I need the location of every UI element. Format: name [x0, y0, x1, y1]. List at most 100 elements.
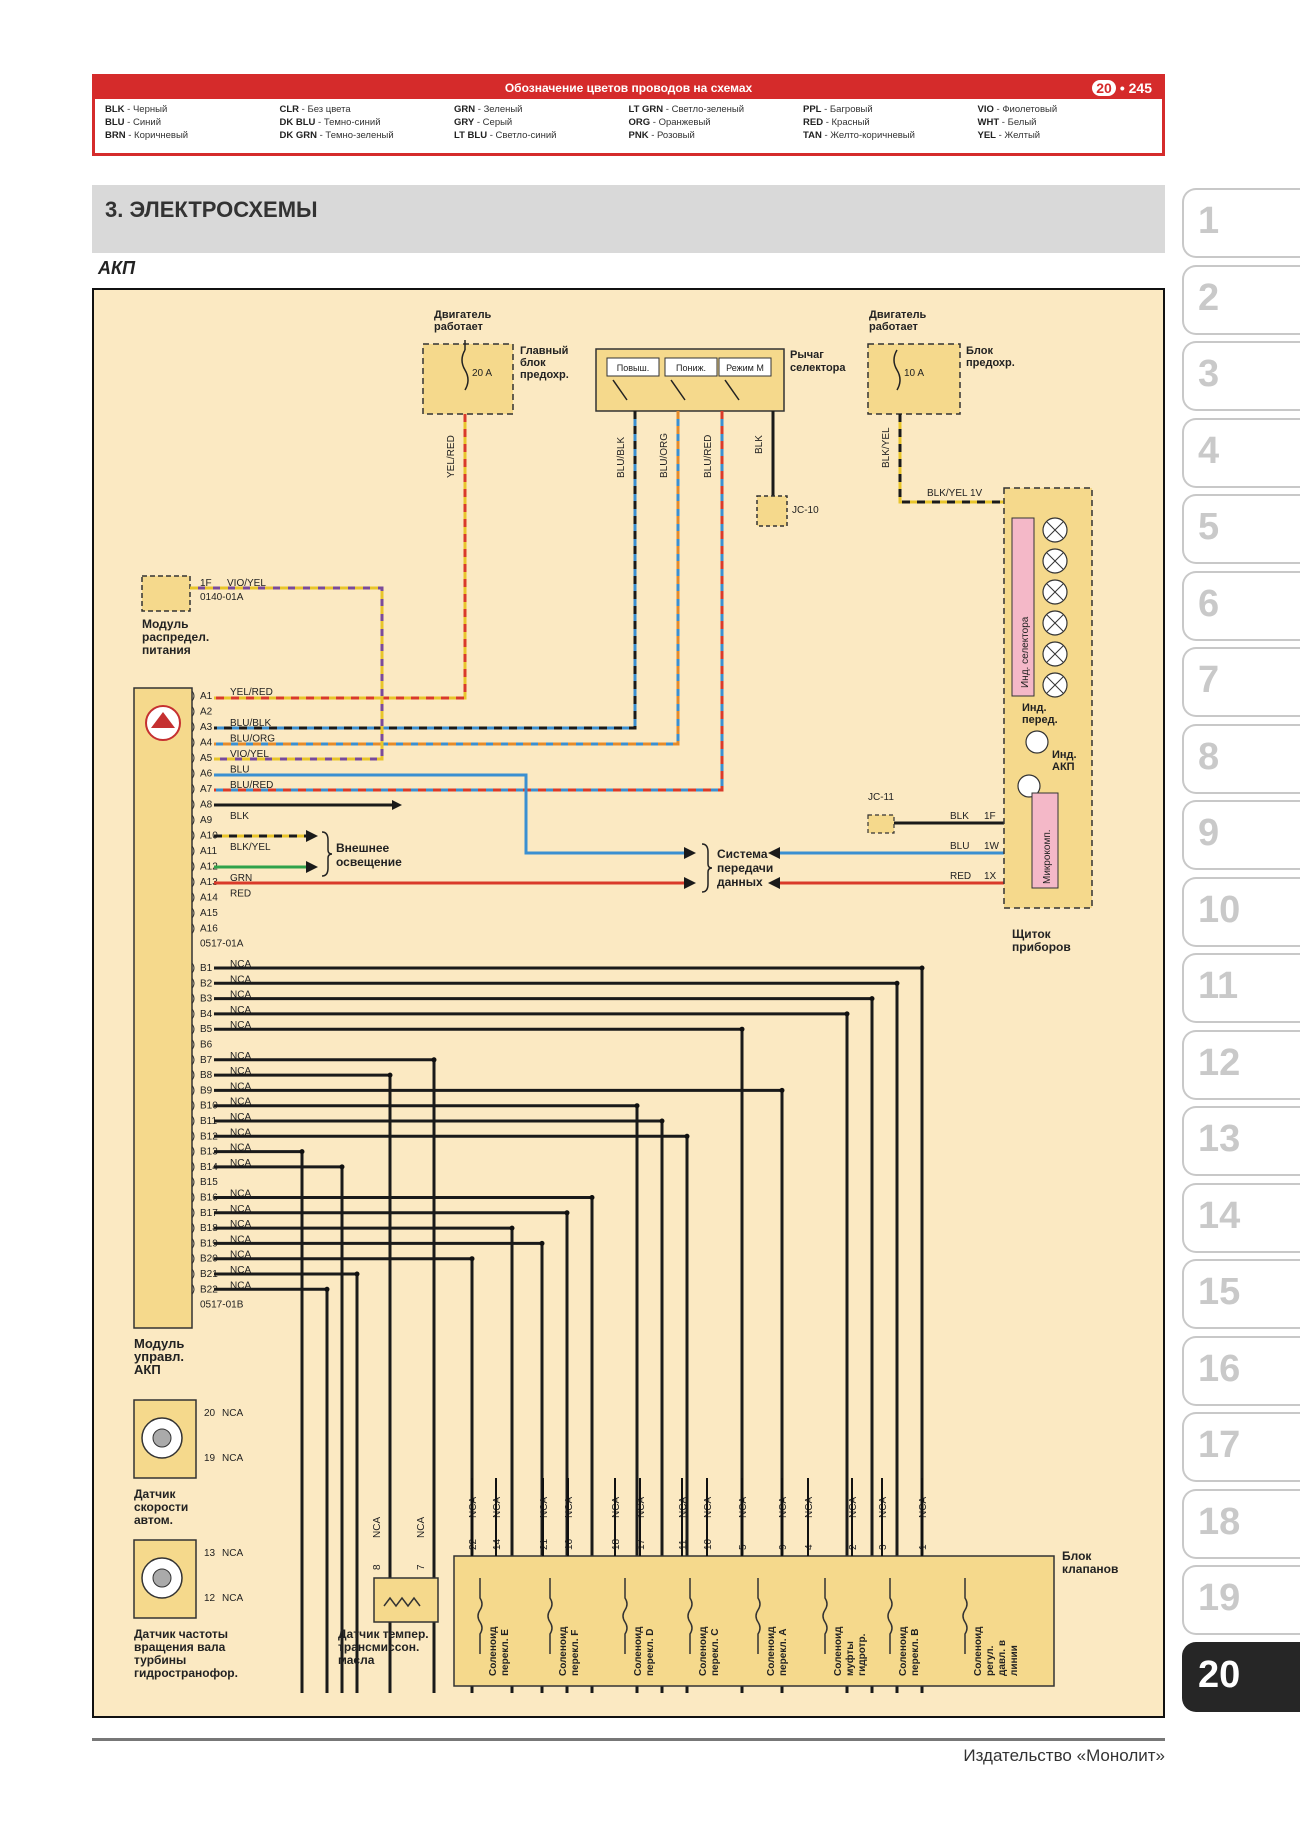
jc11-label: JC-11 — [868, 792, 894, 803]
tab-chapter-7[interactable]: 7 — [1182, 647, 1300, 717]
legend-entry: GRY - Серый — [454, 116, 629, 129]
tcm-pin-b: B21 — [200, 1269, 218, 1280]
speed-sensor-wire: NCA — [222, 1453, 243, 1464]
akp-indicator-label: АКП — [1052, 761, 1075, 773]
temp-sensor-wire: NCA — [416, 1517, 427, 1538]
legend-color-name: - Зеленый — [475, 104, 523, 115]
diagram-panel — [92, 288, 1165, 1718]
tab-label: 11 — [1198, 965, 1239, 1007]
speed-sensor-label: автом. — [134, 1513, 173, 1527]
legend-color-name: - Желто-коричневый — [821, 130, 915, 141]
pin-bracket — [191, 1268, 195, 1280]
ext-lighting-label: Внешнее — [336, 841, 390, 855]
solenoid-coil — [822, 1578, 828, 1654]
tab-label: 18 — [1198, 1500, 1241, 1543]
pin-bracket — [191, 1023, 195, 1035]
tab-chapter-17[interactable]: 17 — [1182, 1412, 1300, 1482]
wire-label-b: NCA — [230, 1280, 251, 1291]
valve-block-label: клапанов — [1062, 1562, 1118, 1576]
pin-bracket — [191, 1192, 195, 1203]
wire-blk-yel-label: BLK/YEL — [881, 427, 892, 468]
gear-indicator-label: Инд. — [1022, 702, 1047, 714]
speed-sensor-pin: 20 — [204, 1408, 216, 1419]
legend-color-name: - Темно-зеленый — [316, 130, 394, 141]
wire-junction — [844, 1011, 850, 1017]
tcm-pin-a: A10 — [200, 831, 218, 842]
tcm-pin-b: B5 — [200, 1024, 213, 1035]
power-module-wire: VIO/YEL — [227, 578, 266, 589]
solenoid-coil — [547, 1578, 553, 1654]
legend-entry: GRN - Зеленый — [454, 103, 629, 116]
gear-indicator-label: перед. — [1022, 714, 1058, 726]
selector-lever-label: Рычаг — [790, 349, 824, 361]
tab-chapter-10[interactable]: 10 — [1182, 876, 1300, 947]
wire-junction — [354, 1271, 360, 1277]
tab-chapter-20[interactable]: 20 — [1182, 1641, 1300, 1712]
wire-label-b: NCA — [230, 1250, 251, 1261]
power-module-label: Модуль — [142, 617, 188, 631]
tab-label: 1 — [1198, 200, 1220, 242]
pin-bracket — [191, 737, 195, 748]
solenoid-label: перекл. B — [910, 1628, 921, 1676]
lamp-filament — [1046, 676, 1064, 694]
valve-pin-number: 1 — [918, 1544, 929, 1550]
tab-chapter-11[interactable]: 11 — [1182, 953, 1300, 1023]
tab-chapter-3[interactable]: 3 — [1182, 341, 1300, 411]
tab-chapter-6[interactable]: 6 — [1182, 570, 1300, 641]
tab-chapter-1[interactable]: 1 — [1182, 188, 1300, 258]
selector-indicator-box — [1011, 517, 1035, 697]
tab-chapter-19[interactable]: 19 — [1182, 1565, 1300, 1635]
tab-chapter-18[interactable]: 18 — [1182, 1488, 1300, 1559]
arrow-head — [306, 830, 318, 842]
wire-label-a: BLU/ORG — [230, 734, 275, 745]
tab-chapter-16[interactable]: 16 — [1182, 1335, 1300, 1406]
turbine-sensor-core — [152, 1568, 172, 1588]
section-header: 3. ЭЛЕКТРОСХЕМЫ — [92, 185, 1165, 253]
tcm-pin-a: A13 — [200, 877, 218, 888]
valve-wire-label: NCA — [539, 1497, 550, 1518]
wire-label-b: NCA — [230, 1219, 251, 1230]
wire-label-b: NCA — [230, 1081, 251, 1092]
wire-label-b: NCA — [230, 990, 251, 1001]
tab-chapter-9[interactable]: 9 — [1182, 800, 1300, 870]
wire-junction — [869, 996, 875, 1002]
solenoid-label: регул. — [985, 1645, 996, 1676]
legend-code: PNK — [628, 130, 649, 141]
pin-bracket — [191, 1054, 195, 1066]
wire-junction — [684, 1133, 690, 1139]
legend-code: RED — [803, 117, 824, 128]
legend-color-name: - Белый — [999, 117, 1037, 128]
arrow-head — [768, 877, 780, 889]
temp-sensor-label: масла — [338, 1653, 375, 1667]
tab-chapter-14[interactable]: 14 — [1182, 1182, 1300, 1253]
tab-chapter-2[interactable]: 2 — [1182, 264, 1300, 335]
wire-junction — [589, 1195, 595, 1200]
selector-switch-label: Режим M — [726, 363, 764, 373]
publisher: Издательство «Монолит» — [963, 1746, 1165, 1765]
tcm-pin-b: B12 — [200, 1131, 218, 1142]
wire-label-b: NCA — [230, 1112, 251, 1123]
tab-chapter-15[interactable]: 15 — [1182, 1259, 1300, 1329]
tab-chapter-8[interactable]: 8 — [1182, 723, 1300, 794]
legend-code: ORG — [628, 117, 651, 128]
wire-label-b: NCA — [230, 1189, 251, 1200]
pin-bracket — [191, 892, 195, 903]
wire-label-a: RED — [230, 889, 251, 900]
tab-chapter-13[interactable]: 13 — [1182, 1106, 1300, 1176]
valve-pin-number: 22 — [468, 1538, 479, 1550]
tab-chapter-5[interactable]: 5 — [1182, 494, 1300, 564]
legend-code: DK BLU — [279, 117, 316, 128]
wire-junction — [469, 1256, 475, 1262]
tab-chapter-12[interactable]: 12 — [1182, 1029, 1300, 1100]
cluster-wire-pin: 1X — [984, 871, 997, 882]
valve-wire-label: NCA — [468, 1497, 479, 1518]
tab-chapter-4[interactable]: 4 — [1182, 417, 1300, 488]
wire-label-a: YEL/RED — [230, 687, 273, 698]
tcm-pin-b: B20 — [200, 1254, 218, 1265]
tcm-pin-b: B2 — [200, 978, 213, 989]
pin-bracket — [191, 1253, 195, 1265]
